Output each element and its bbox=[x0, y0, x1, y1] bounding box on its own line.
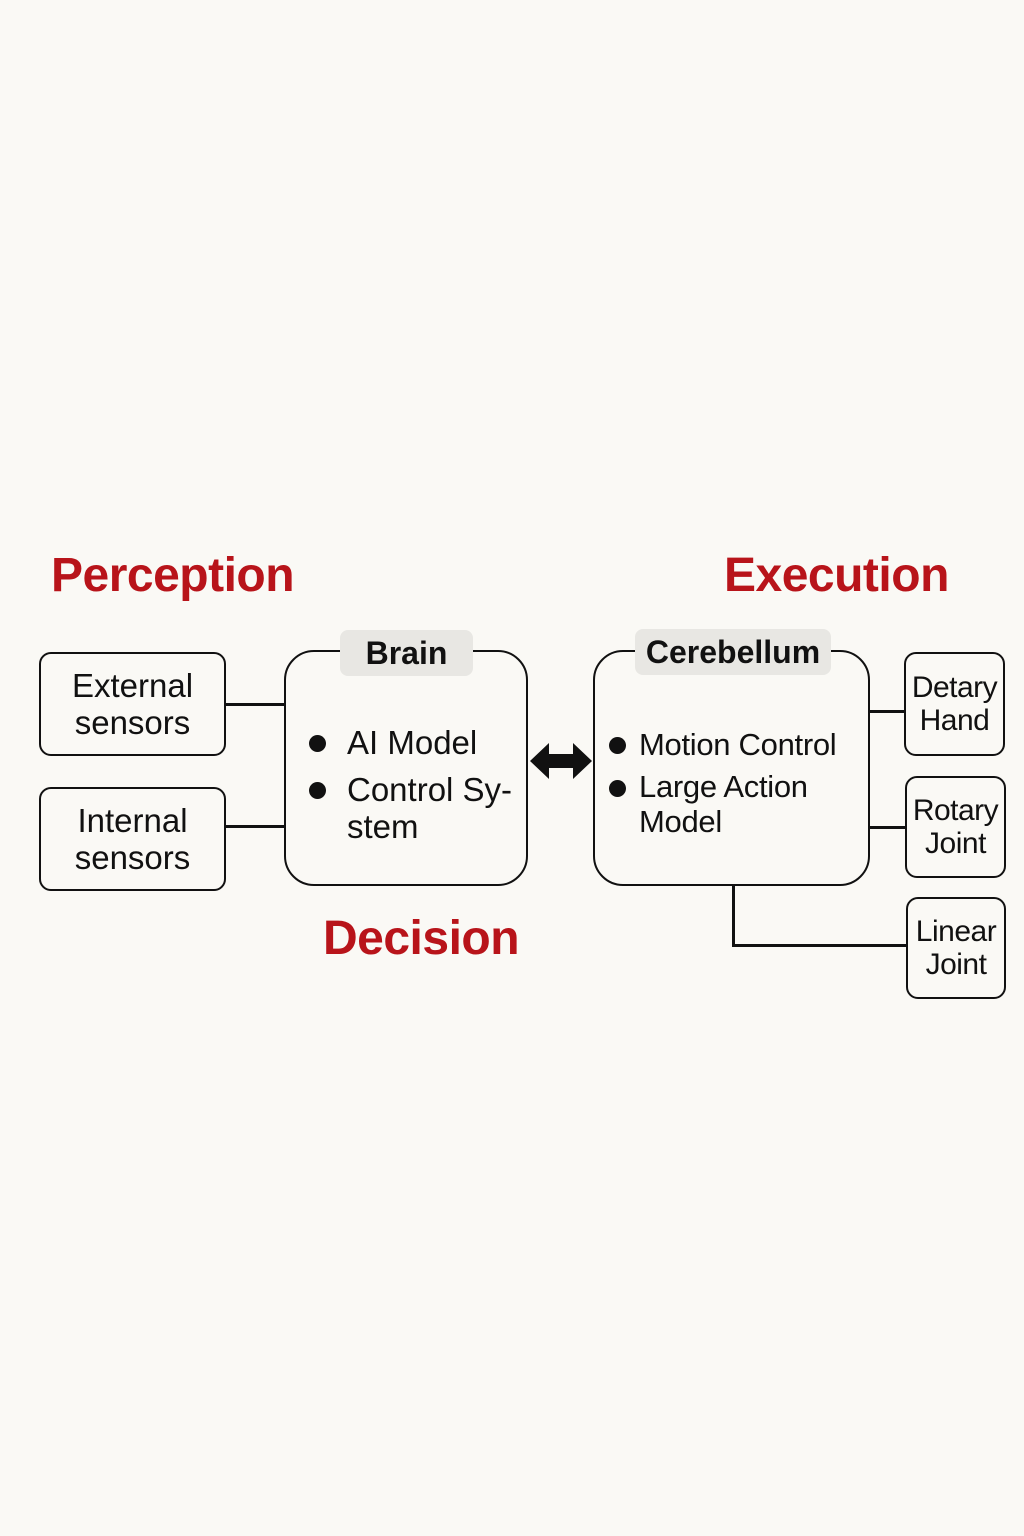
external-sensors-label: External sensors bbox=[71, 667, 194, 741]
brain-item-control-system: Control Sy- stem bbox=[309, 771, 524, 845]
rotary-joint-box: Rotary Joint bbox=[905, 776, 1006, 878]
cerebellum-item-motion-control: Motion Control bbox=[609, 726, 869, 763]
decision-title: Decision bbox=[323, 912, 520, 965]
cerebellum-title: Cerebellum bbox=[635, 629, 831, 675]
connector-cerebellum-to-linear bbox=[732, 944, 907, 947]
internal-sensors-box: Internal sensors bbox=[39, 787, 226, 891]
cerebellum-box bbox=[593, 650, 870, 886]
cerebellum-items: Motion Control Large Action Model bbox=[609, 726, 869, 839]
brain-items: AI Model Control Sy- stem bbox=[309, 724, 524, 845]
internal-sensors-label: Internal sensors bbox=[74, 802, 191, 876]
bullet-icon bbox=[609, 737, 626, 754]
brain-box bbox=[284, 650, 528, 886]
linear-joint-box: Linear Joint bbox=[906, 897, 1006, 999]
bullet-icon bbox=[309, 735, 326, 752]
brain-item-ai-model: AI Model bbox=[309, 724, 524, 761]
detary-hand-label: Detary Hand bbox=[911, 671, 998, 737]
connector-cerebellum-to-rotary bbox=[870, 826, 906, 829]
bullet-icon bbox=[609, 780, 626, 797]
connector-external-to-brain bbox=[226, 703, 286, 706]
brain-title: Brain bbox=[340, 630, 473, 676]
bullet-icon bbox=[309, 782, 326, 799]
linear-joint-label: Linear Joint bbox=[915, 915, 997, 981]
detary-hand-box: Detary Hand bbox=[904, 652, 1005, 756]
execution-title: Execution bbox=[724, 549, 949, 602]
connector-internal-to-brain bbox=[226, 825, 286, 828]
cerebellum-item-large-action-model: Large Action Model bbox=[609, 769, 869, 839]
bidirectional-arrow-icon bbox=[530, 743, 592, 779]
rotary-joint-label: Rotary Joint bbox=[912, 794, 999, 860]
connector-cerebellum-down bbox=[732, 885, 735, 947]
perception-title: Perception bbox=[51, 549, 295, 602]
connector-cerebellum-to-hand bbox=[870, 710, 906, 713]
external-sensors-box: External sensors bbox=[39, 652, 226, 756]
